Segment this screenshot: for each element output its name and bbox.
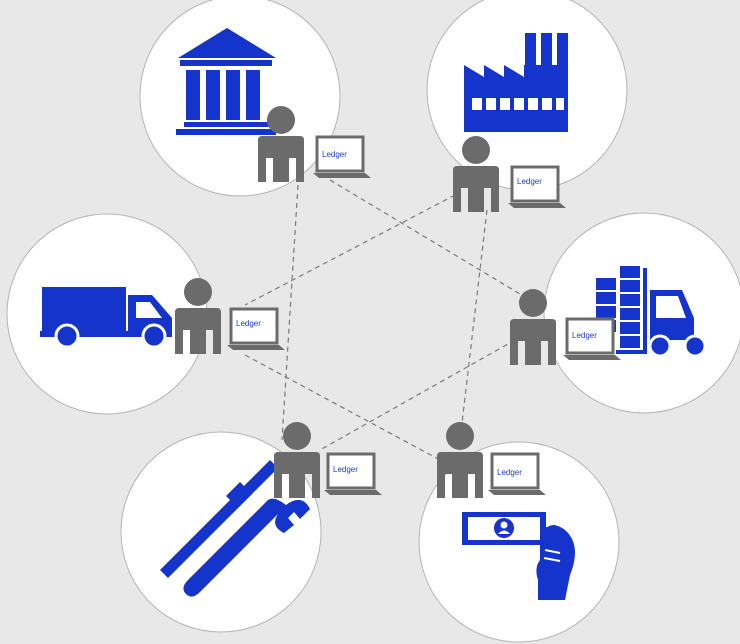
warehouse-circle bbox=[543, 212, 740, 414]
ledger-label: Ledger bbox=[236, 319, 261, 328]
ledger-label: Ledger bbox=[497, 468, 522, 477]
person-icon bbox=[437, 422, 483, 498]
ledger-connections bbox=[244, 179, 531, 461]
maintenance-circle bbox=[120, 431, 322, 633]
bank-icon bbox=[176, 28, 276, 135]
ledger-label: Ledger bbox=[333, 465, 358, 474]
connector-bank-warehouse bbox=[329, 179, 531, 301]
forklift-icon bbox=[596, 266, 707, 358]
user-warehouse: Ledger bbox=[510, 289, 623, 365]
user-bank: Ledger bbox=[258, 106, 373, 182]
connector-warehouse-maintenance bbox=[319, 339, 516, 451]
factory-icon bbox=[464, 33, 568, 132]
ledger-label: Ledger bbox=[322, 150, 347, 159]
connector-factory-logistics bbox=[244, 194, 456, 306]
user-factory: Ledger bbox=[453, 136, 568, 212]
person-icon bbox=[274, 422, 320, 498]
ledger-label: Ledger bbox=[572, 331, 597, 340]
connector-factory-payments bbox=[459, 209, 488, 441]
laptop-icon bbox=[506, 165, 568, 210]
user-logistics: Ledger bbox=[175, 278, 287, 354]
tools-icon bbox=[160, 460, 310, 597]
ledger-label: Ledger bbox=[517, 177, 542, 186]
connector-bank-maintenance bbox=[281, 184, 299, 441]
delivery-truck-icon bbox=[40, 287, 172, 349]
user-maintenance: Ledger bbox=[274, 422, 384, 498]
connector-logistics-payments bbox=[244, 354, 441, 461]
user-payments: Ledger bbox=[437, 422, 548, 498]
laptop-icon bbox=[322, 452, 384, 497]
cash-payment-icon bbox=[462, 512, 575, 600]
laptop-icon bbox=[225, 307, 287, 352]
